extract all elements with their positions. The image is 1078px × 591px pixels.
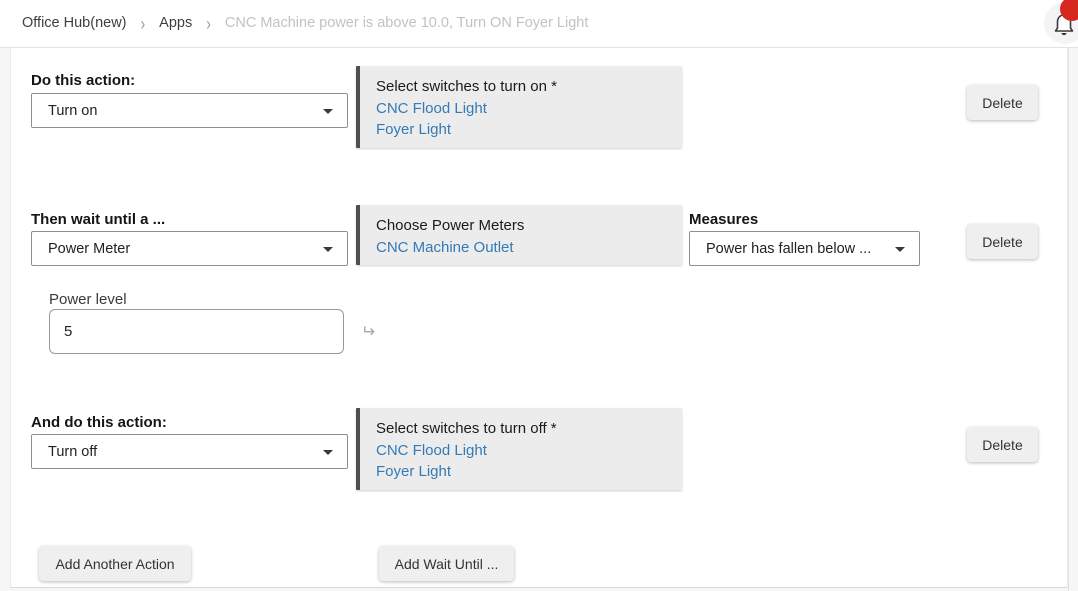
device-link-cnc-flood-light[interactable]: CNC Flood Light <box>376 100 487 117</box>
top-header: Office Hub(new) › Apps › CNC Machine pow… <box>0 0 1078 48</box>
chevron-down-icon <box>323 108 333 114</box>
app-config-card: Do this action: Turn on Select switches … <box>10 48 1068 588</box>
and-do-action-dropdown-value: Turn off <box>48 443 98 460</box>
breadcrumb-current-app: CNC Machine power is above 10.0, Turn ON… <box>224 15 589 31</box>
chevron-down-icon <box>323 449 333 455</box>
breadcrumb: Office Hub(new) › Apps › CNC Machine pow… <box>22 12 589 34</box>
scrollbar[interactable] <box>1068 48 1078 591</box>
measures-label: Measures <box>689 211 759 228</box>
device-link-foyer-light[interactable]: Foyer Light <box>376 463 452 480</box>
chevron-down-icon <box>323 246 333 252</box>
notifications-button[interactable] <box>1044 0 1078 44</box>
breadcrumb-apps[interactable]: Apps <box>159 15 193 31</box>
measures-dropdown-value: Power has fallen below ... <box>706 240 872 257</box>
breadcrumb-office-hub[interactable]: Office Hub(new) <box>22 15 127 31</box>
and-do-action-label: And do this action: <box>31 414 167 431</box>
measures-dropdown[interactable]: Power has fallen below ... <box>689 231 920 266</box>
device-link-foyer-light[interactable]: Foyer Light <box>376 121 452 138</box>
do-action-dropdown[interactable]: Turn on <box>31 93 348 128</box>
chevron-right-icon: › <box>140 12 146 34</box>
chevron-down-icon <box>895 246 905 252</box>
wait-until-dropdown[interactable]: Power Meter <box>31 231 348 266</box>
and-do-action-dropdown[interactable]: Turn off <box>31 434 348 469</box>
delete-do-action-button[interactable]: Delete <box>967 85 1038 120</box>
device-link-cnc-flood-light[interactable]: CNC Flood Light <box>376 442 487 459</box>
enter-key-icon: ↵ <box>361 322 376 341</box>
turn-off-switches-panel: Select switches to turn off * CNC Flood … <box>356 408 682 490</box>
device-link-cnc-machine-outlet[interactable]: CNC Machine Outlet <box>376 239 514 256</box>
add-wait-until-button[interactable]: Add Wait Until ... <box>379 546 514 581</box>
wait-until-dropdown-value: Power Meter <box>48 240 131 257</box>
wait-until-label: Then wait until a ... <box>31 211 166 228</box>
chevron-right-icon: › <box>206 12 211 34</box>
power-level-label: Power level <box>49 291 127 308</box>
do-action-dropdown-value: Turn on <box>48 102 98 119</box>
add-another-action-button[interactable]: Add Another Action <box>39 546 191 581</box>
power-meters-panel-title: Choose Power Meters <box>376 217 525 234</box>
turn-on-panel-title: Select switches to turn on * <box>376 78 557 95</box>
turn-off-panel-title: Select switches to turn off * <box>376 420 557 437</box>
power-meters-panel: Choose Power Meters CNC Machine Outlet <box>356 205 682 265</box>
turn-on-switches-panel: Select switches to turn on * CNC Flood L… <box>356 66 682 148</box>
delete-wait-until-button[interactable]: Delete <box>967 224 1038 259</box>
delete-and-do-action-button[interactable]: Delete <box>967 427 1038 462</box>
power-level-input[interactable] <box>49 309 344 354</box>
notification-badge <box>1060 0 1078 21</box>
do-action-label: Do this action: <box>31 72 136 89</box>
